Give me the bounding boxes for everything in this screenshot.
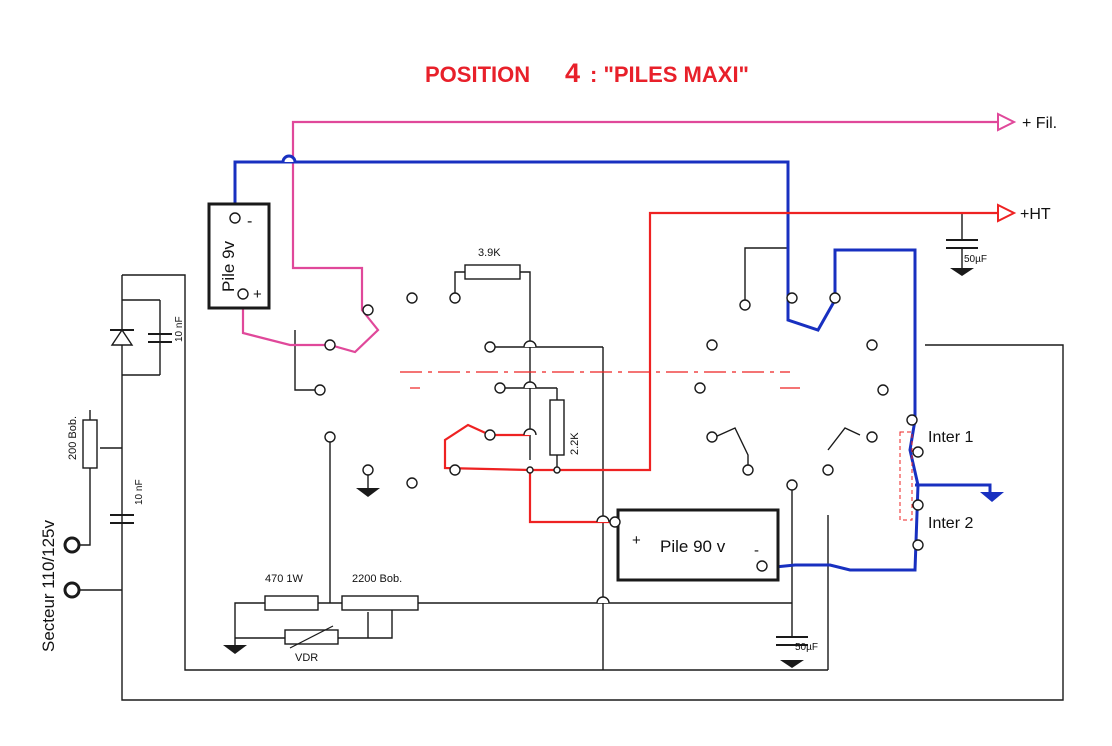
wire-crossovers (281, 154, 610, 604)
resistor-200: 200 Bob. (67, 416, 98, 469)
rheostat-2200-label: 2200 Bob. (352, 573, 402, 585)
title-number: 4 (565, 58, 580, 88)
resistor-3-9k-label: 3.9K (478, 247, 501, 259)
battery-90v-label: Pile 90 v (660, 537, 726, 556)
battery-90v-plus: + (632, 532, 641, 549)
capacitor-50uf-bottom: 50µF (776, 636, 818, 668)
capacitor-50uf-top: 50µF (946, 239, 987, 276)
resistor-2-2k: 2.2K (549, 399, 581, 456)
battery-9v-label: Pile 9v (219, 240, 238, 292)
capacitor-50uf-bottom-label: 50µF (795, 642, 818, 653)
vdr: VDR (284, 625, 339, 664)
ground-wire (233, 160, 1004, 572)
resistor-470-label: 470 1W (265, 573, 304, 585)
capacitor-10nf-top-label: 10 nF (174, 316, 185, 342)
capacitor-50uf-top-label: 50µF (964, 254, 987, 265)
resistor-3-9k: 3.9K (464, 247, 521, 280)
black-wiring (72, 213, 1064, 701)
battery-9v-minus: - (247, 213, 252, 230)
title-suffix: : "PILES MAXI" (590, 62, 749, 87)
output-fil-label: + Fil. (1022, 115, 1057, 132)
capacitor-10nf-mid: 10 nF (110, 479, 145, 524)
title-prefix: POSITION (425, 62, 530, 87)
battery-9v-plus: + (253, 286, 262, 303)
resistor-470: 470 1W (264, 573, 319, 611)
switch-contacts (314, 292, 924, 551)
diode (110, 328, 134, 346)
battery-90v-minus: - (754, 542, 759, 559)
inter2-label: Inter 2 (928, 515, 973, 532)
rheostat-2200: 2200 Bob. (341, 573, 419, 611)
ht-wire (400, 203, 1017, 524)
page-title: POSITION 4 : "PILES MAXI" (425, 58, 749, 88)
capacitor-10nf-top: 10 nF (148, 316, 185, 343)
filament-wire (241, 112, 1017, 354)
resistor-2-2k-label: 2.2K (569, 432, 581, 455)
vdr-label: VDR (295, 652, 318, 664)
mains-input: Secteur 110/125v (39, 520, 81, 652)
battery-90v: Pile 90 v + - (609, 508, 780, 582)
inter1-label: Inter 1 (928, 429, 973, 446)
ground-symbols (223, 475, 380, 654)
output-ht-label: +HT (1020, 206, 1051, 223)
battery-9v: Pile 9v - + (207, 202, 271, 310)
mains-label: Secteur 110/125v (39, 520, 58, 652)
capacitor-10nf-mid-label: 10 nF (134, 479, 145, 505)
resistor-200-label: 200 Bob. (67, 416, 79, 460)
